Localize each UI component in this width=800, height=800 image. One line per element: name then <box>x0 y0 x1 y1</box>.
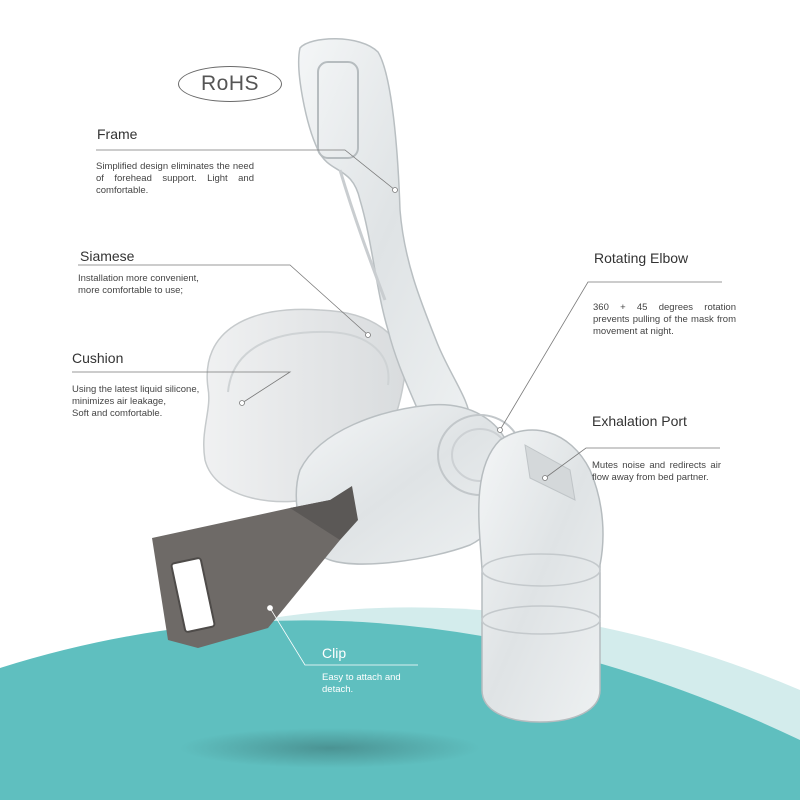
cushion-leader <box>72 371 292 404</box>
cushion-title: Cushion <box>72 350 124 366</box>
exhalation-port-description: Mutes noise and redirects air flow away … <box>592 460 721 483</box>
clip-slot <box>170 557 216 633</box>
siamese-leader <box>78 264 369 336</box>
exhalation-port-title: Exhalation Port <box>592 413 687 429</box>
port-leader <box>544 447 720 479</box>
cushion-desc-line: Using the latest liquid silicone, <box>72 384 200 395</box>
rotating-elbow-title: Rotating Elbow <box>594 250 689 266</box>
cushion-desc-line: minimizes air leakage, <box>72 396 166 407</box>
cushion-description: Using the latest liquid silicone, minimi… <box>72 384 202 420</box>
rohs-badge: RoHS <box>178 66 282 102</box>
callout-lines <box>72 149 722 666</box>
siamese-description: Installation more convenient, more comfo… <box>78 273 238 297</box>
frame-slot <box>317 61 359 159</box>
clip-title: Clip <box>322 645 347 661</box>
frame-description: Simplified design eliminates the need of… <box>96 161 254 196</box>
elbow-leader <box>499 281 722 431</box>
clip-leader <box>269 607 418 666</box>
clip-description: Easy to attach and detach. <box>322 672 401 695</box>
ground-shadow <box>180 728 480 768</box>
cushion-desc-line: Soft and comfortable. <box>72 408 163 419</box>
rotating-elbow-description: 360 + 45 degrees rotation prevents pulli… <box>593 302 736 337</box>
siamese-desc-line: Installation more convenient, <box>78 273 199 284</box>
frame-title: Frame <box>97 126 138 142</box>
frame-leader <box>96 149 396 191</box>
siamese-title: Siamese <box>80 248 135 264</box>
siamese-desc-line: more comfortable to use; <box>78 285 184 296</box>
rotating-elbow <box>478 429 604 723</box>
